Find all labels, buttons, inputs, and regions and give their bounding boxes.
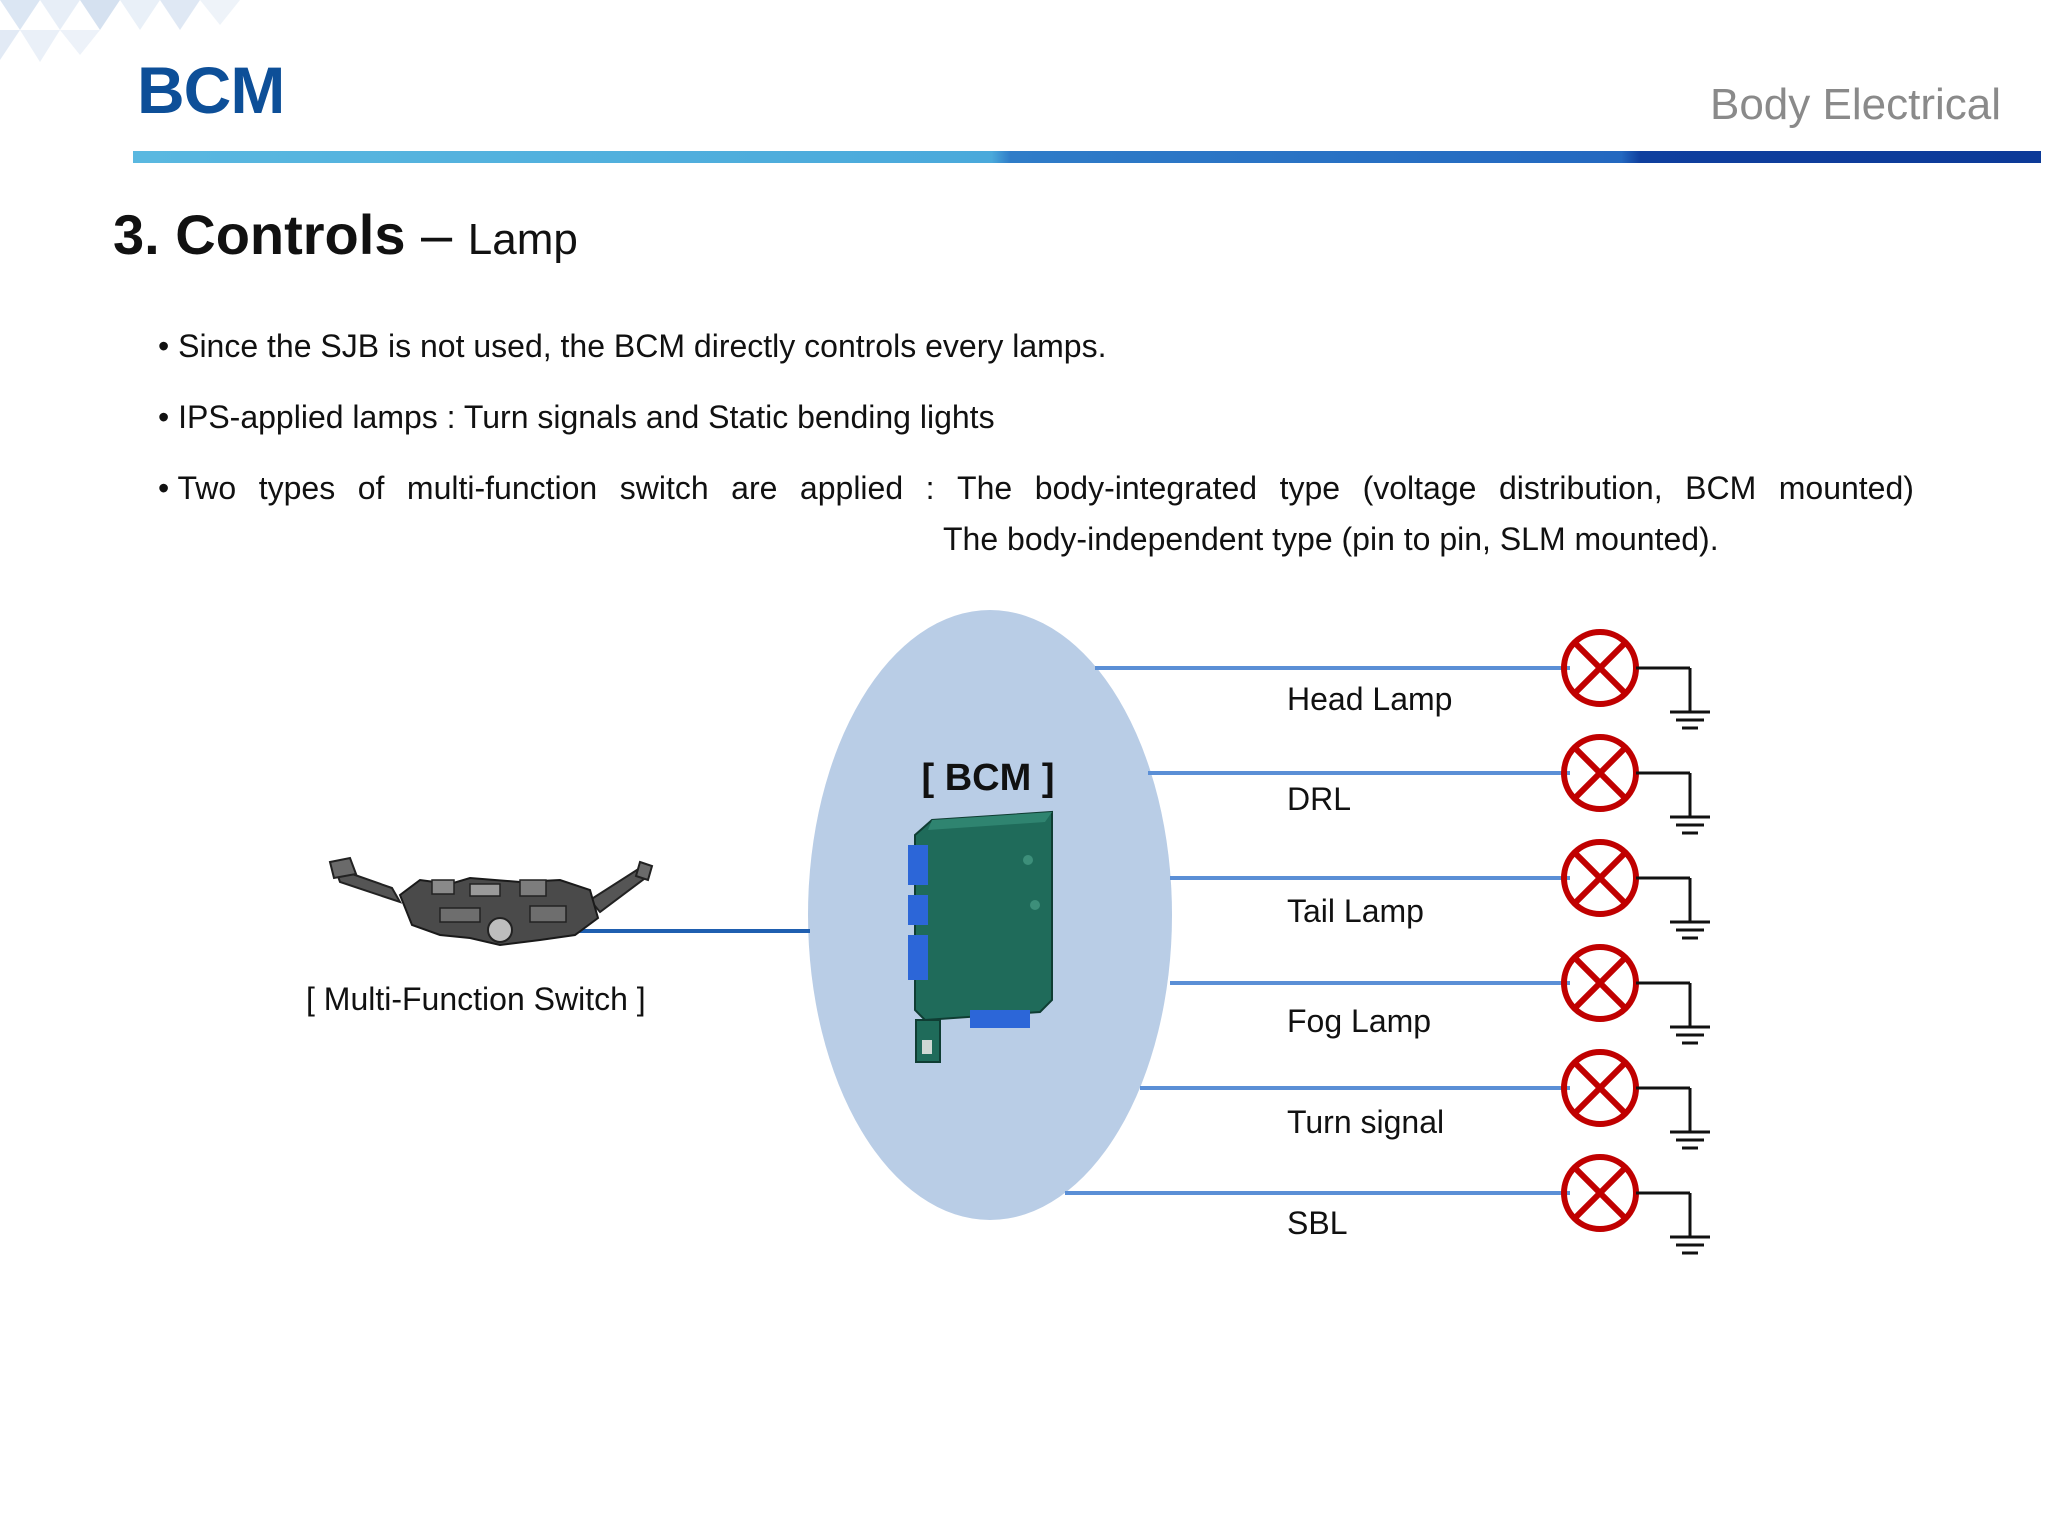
bullet-3-word: of: [357, 470, 385, 506]
bullet-3-word: type: [1279, 470, 1341, 506]
bullet-3-word: applied: [799, 470, 904, 506]
lamp-symbol-icon: [1561, 944, 1639, 1022]
bullet-3-word: • Two: [158, 470, 237, 506]
section-label: Body Electrical: [1709, 80, 2001, 129]
ground-icon: [1636, 666, 1710, 730]
lamp-symbol-icon: [1561, 839, 1639, 917]
bcm-module-image: [908, 810, 1053, 1063]
lamp-row: SBL: [1065, 1154, 1710, 1255]
ground-icon: [1636, 1086, 1710, 1150]
bullet-3-word: mounted): [1778, 470, 1914, 506]
bullet-3-word: are: [731, 470, 778, 506]
bullet-3-word: (voltage: [1362, 470, 1477, 506]
lamp-label: Turn signal: [1287, 1104, 1444, 1140]
heading-dash: –: [421, 203, 453, 266]
lamp-symbol-icon: [1561, 629, 1639, 707]
lamp-row: DRL: [1148, 734, 1710, 835]
bullet-3-word: distribution,: [1498, 470, 1663, 506]
ground-icon: [1636, 876, 1710, 940]
bcm-label: [ BCM ]: [922, 757, 1055, 799]
bullet-3-word: The: [957, 470, 1013, 506]
page-heading: 3. Controls – Lamp: [113, 202, 578, 267]
bullet-3-word: multi-function: [406, 470, 598, 506]
corner-triangle-pattern: [0, 0, 240, 62]
lamp-label: Head Lamp: [1287, 681, 1452, 717]
lamp-label: Tail Lamp: [1287, 893, 1424, 929]
lamp-label: Fog Lamp: [1287, 1003, 1431, 1039]
bullet-3-word: :: [925, 470, 935, 506]
lamp-symbol-icon: [1561, 734, 1639, 812]
ground-icon: [1636, 1191, 1710, 1255]
brand-title: BCM: [137, 53, 285, 127]
heading-subtitle: Lamp: [467, 215, 578, 264]
ground-icon: [1636, 981, 1710, 1045]
bullet-2: • IPS-applied lamps : Turn signals and S…: [158, 399, 995, 435]
lamp-label: DRL: [1287, 781, 1351, 817]
ground-icon: [1636, 771, 1710, 835]
lamp-symbol-icon: [1561, 1154, 1639, 1232]
switch-label: [ Multi-Function Switch ]: [306, 981, 646, 1017]
bullet-3-word: switch: [619, 470, 709, 506]
header-rule: [133, 151, 2041, 163]
bullet-3-word: BCM: [1685, 470, 1757, 506]
lamp-symbol-icon: [1561, 1049, 1639, 1127]
bullet-3-word: types: [258, 470, 336, 506]
bullet-3-continuation: The body-independent type (pin to pin, S…: [943, 521, 1719, 557]
lamp-row: Turn signal: [1140, 1049, 1710, 1150]
lamp-label: SBL: [1287, 1205, 1347, 1241]
heading-title: 3. Controls: [113, 203, 406, 266]
bullet-3-word: body-integrated: [1034, 470, 1258, 506]
lamp-row: Head Lamp: [1095, 629, 1710, 730]
bullet-1: • Since the SJB is not used, the BCM dir…: [158, 328, 1107, 364]
lamp-row: Tail Lamp: [1170, 839, 1710, 940]
lamp-row: Fog Lamp: [1170, 944, 1710, 1045]
multi-function-switch-image: [328, 856, 654, 947]
